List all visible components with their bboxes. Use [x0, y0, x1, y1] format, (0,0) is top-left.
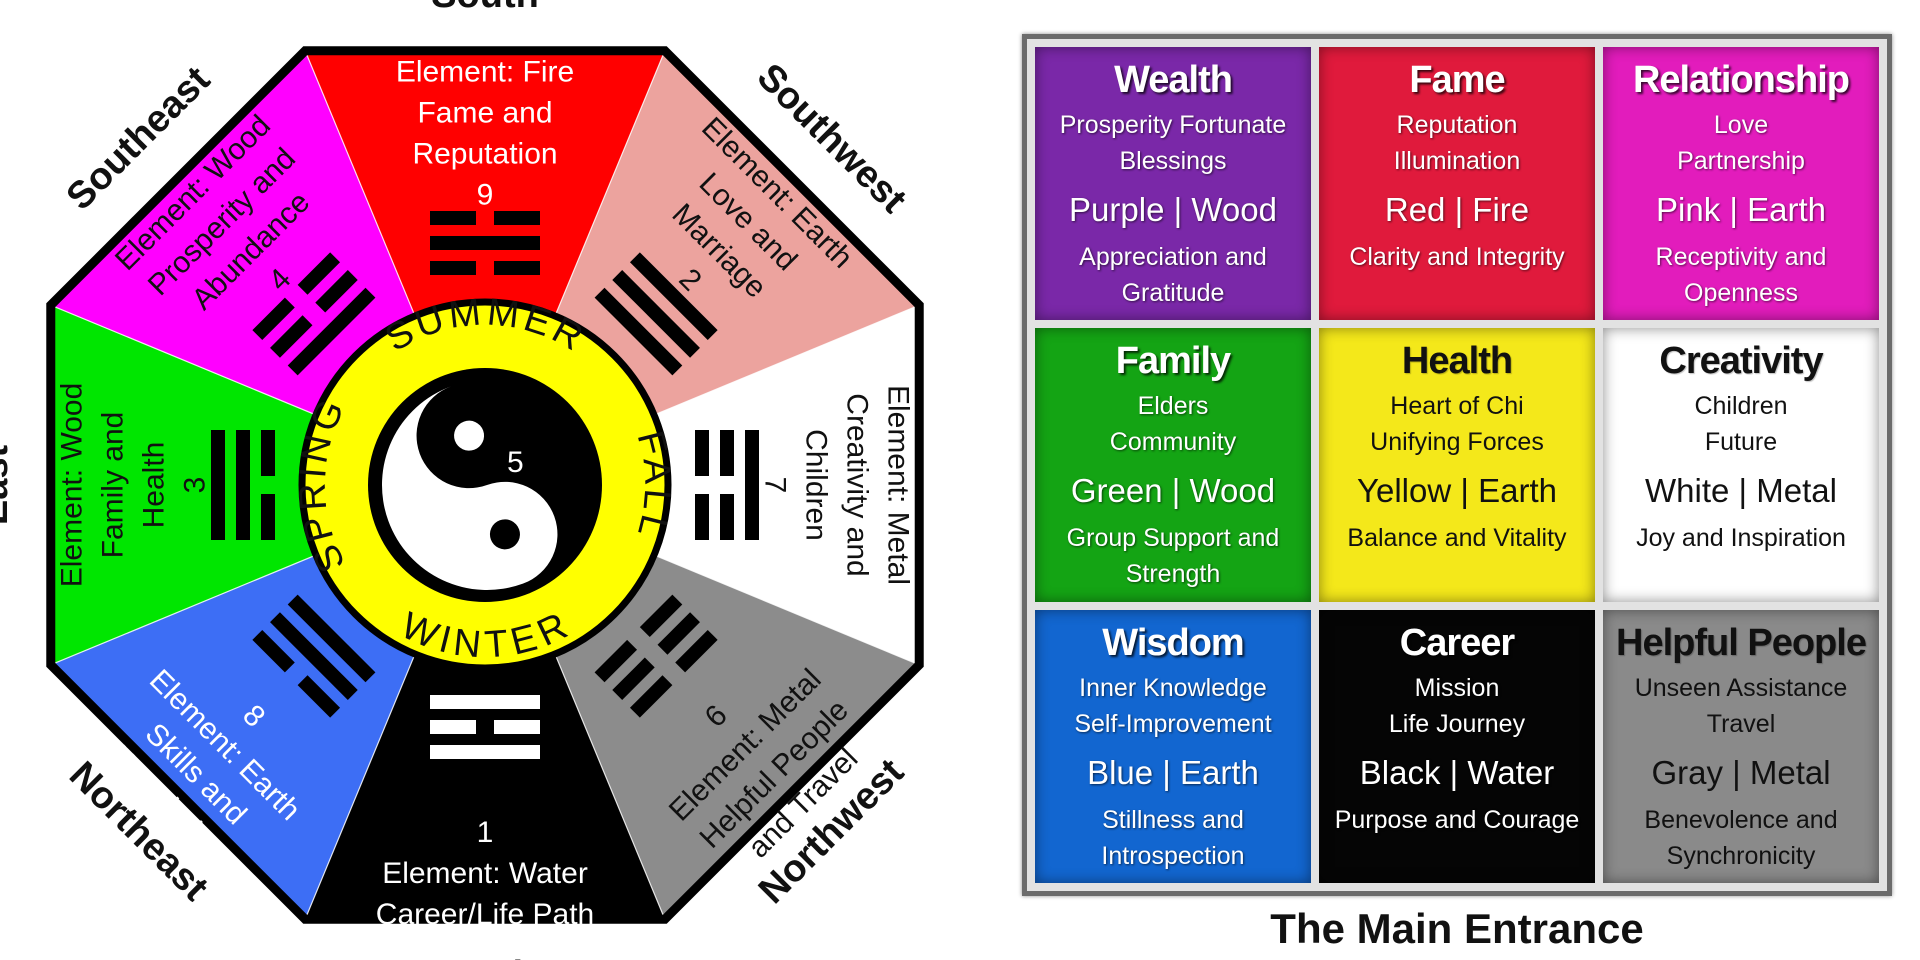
cell-keyword: Self-Improvement [1074, 709, 1272, 738]
cell-quality: Stillness and Introspection [1101, 805, 1245, 870]
cell-quality: Clarity and Integrity [1349, 243, 1565, 271]
cell-keyword: Blessings [1119, 147, 1227, 175]
cell-title: Creativity [1659, 340, 1823, 383]
cell-keyword: Community [1109, 428, 1237, 457]
cell-title: Helpful People [1616, 621, 1867, 664]
cell-keyword: Love [1713, 111, 1769, 139]
sector-north-text-2: Career/Life Path [376, 898, 594, 931]
direction-west: West [954, 440, 960, 530]
cell-quality: Receptivity and Openness [1655, 243, 1827, 307]
direction-north: North [434, 954, 535, 960]
trigram-southwest [594, 252, 718, 376]
cell-title: Family [1115, 340, 1231, 383]
cell-keyword: Heart of Chi [1390, 392, 1524, 421]
cell-keyword: Elders [1137, 392, 1209, 421]
trigram-west [695, 430, 759, 540]
cell-color-element: Purple | Wood [1069, 191, 1277, 228]
cell-quality: Group Support and Strength [1066, 524, 1280, 589]
cell-color-element: Pink | Earth [1656, 191, 1826, 228]
cell-keyword: Mission [1414, 673, 1500, 702]
cell-color-element: Yellow | Earth [1357, 472, 1557, 510]
cell-keyword: Future [1704, 428, 1778, 457]
cell-color-element: Black | Water [1359, 753, 1555, 791]
yin-yang-icon [382, 380, 592, 590]
sector-south-text-3: 9 [477, 179, 494, 212]
direction-south: South [431, 0, 539, 16]
trigram-southeast [252, 252, 376, 376]
octagon-outline [46, 46, 924, 924]
trigram-northeast [252, 594, 376, 718]
sector-west [485, 305, 920, 665]
trigram-north [430, 695, 540, 759]
cell-keyword: Children [1694, 392, 1788, 421]
direction-east: East [0, 445, 16, 526]
sector-east-text-2: Health [138, 442, 171, 529]
sector-west-text-3: 7 [759, 477, 792, 494]
cell-color-element: Gray | Metal [1651, 753, 1831, 791]
sector-east [50, 305, 486, 665]
sector-east-text-1: Family and [97, 412, 130, 559]
cell-quality: Benevolence and Synchronicity [1644, 805, 1838, 870]
trigram-south [430, 211, 540, 275]
sector-south-text-2: Reputation [412, 138, 557, 171]
cell-keyword: Partnership [1677, 147, 1805, 175]
cell-keyword: Travel [1706, 709, 1776, 738]
cell-title: Fame [1409, 59, 1505, 101]
cell-quality: Purpose and Courage [1334, 805, 1580, 834]
cell-keyword: Unifying Forces [1370, 428, 1544, 457]
cell-title: Health [1401, 340, 1513, 383]
cell-title: Relationship [1632, 59, 1850, 101]
cell-color-element: Green | Wood [1070, 472, 1276, 510]
center-number: 5 [507, 446, 524, 479]
cell-title: Wisdom [1102, 621, 1244, 664]
cell-keyword: Prosperity Fortunate [1059, 111, 1287, 139]
main-entrance-label: The Main Entrance [1270, 905, 1644, 952]
cell-keyword: Inner Knowledge [1079, 673, 1267, 702]
cell-keyword: Unseen Assistance [1634, 673, 1848, 702]
sector-south-text-0: Element: Fire [396, 56, 574, 89]
trigram-northwest [594, 594, 718, 718]
cell-quality: Joy and Inspiration [1636, 524, 1846, 553]
cell-keyword: Life Journey [1388, 709, 1526, 738]
cell-quality: Balance and Vitality [1347, 524, 1567, 553]
sector-south [305, 50, 665, 486]
sector-east-text-0: Element: Wood [56, 383, 89, 588]
cell-title: Career [1399, 621, 1515, 664]
cell-color-element: Blue | Earth [1087, 753, 1259, 791]
cell-title: Wealth [1114, 59, 1233, 101]
sector-south-text-1: Fame and [417, 97, 552, 130]
sector-west-text-2: Children [800, 429, 833, 541]
sector-north-text-0: 1 [477, 816, 494, 849]
sector-north-text-1: Element: Water [382, 857, 588, 890]
cell-keyword: Illumination [1393, 147, 1521, 175]
cell-color-element: Red | Fire [1384, 191, 1530, 228]
sector-east-text-3: 3 [179, 477, 212, 494]
sector-west-text-0: Element: Metal [882, 385, 915, 585]
trigram-east [211, 430, 275, 540]
cell-keyword: Reputation [1396, 111, 1518, 139]
cell-color-element: White | Metal [1645, 472, 1837, 510]
cell-quality: Appreciation and Gratitude [1079, 243, 1267, 307]
sector-west-text-1: Creativity and [841, 393, 874, 576]
